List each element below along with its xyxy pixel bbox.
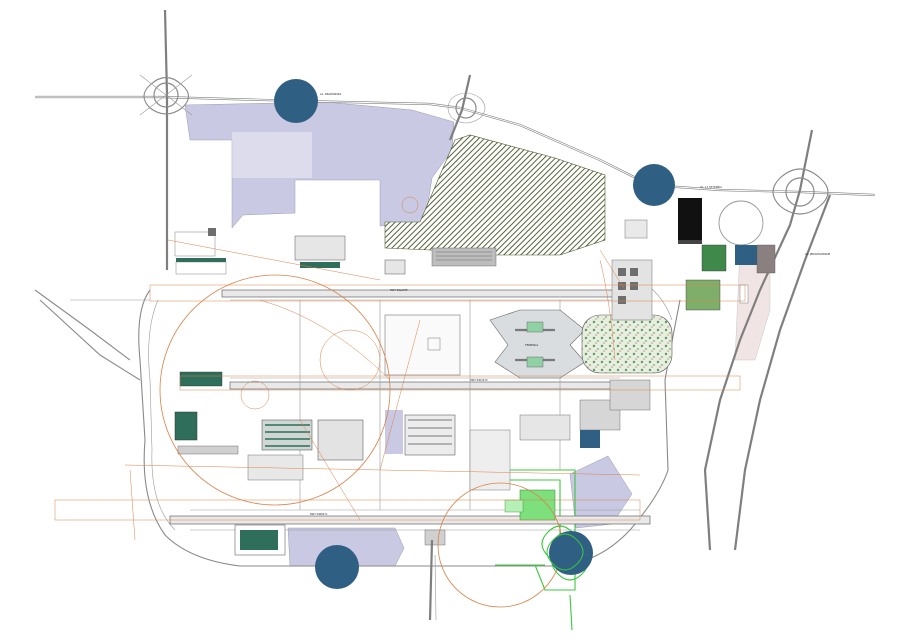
markers bbox=[274, 79, 675, 589]
green-block bbox=[701, 244, 727, 272]
cloverleaf-interchange-icon bbox=[455, 97, 477, 119]
hatched-development-zone bbox=[384, 134, 606, 256]
road-label-north: AL. KRAKOWSKA bbox=[320, 92, 342, 96]
runway-center bbox=[229, 381, 623, 390]
interchange-north bbox=[447, 92, 486, 124]
runway-south-label: RWY 09R/27L bbox=[310, 512, 328, 516]
road-label-east: UL. 17 STYCZNIA bbox=[700, 185, 722, 189]
cloverleaf-interchange-icon bbox=[785, 177, 815, 207]
zone-north-west-inner bbox=[232, 132, 312, 178]
runway-center-label: RWY 09C/27C bbox=[470, 378, 488, 382]
cloverleaf-interchange-icon bbox=[153, 82, 179, 108]
teal-building-nw bbox=[176, 258, 226, 264]
road-label-east-2: AL. JEROZOLIMSKIE bbox=[805, 252, 830, 256]
runway-north bbox=[221, 289, 631, 298]
green-field-east bbox=[685, 279, 721, 311]
circle-marker-icon bbox=[274, 79, 318, 123]
green-pad bbox=[504, 489, 589, 581]
east-blocks: AL. JEROZOLIMSKIE UL. 17 STYCZNIA bbox=[678, 185, 830, 311]
zone-center-west bbox=[385, 410, 403, 454]
black-block bbox=[678, 198, 702, 240]
circle-marker-icon bbox=[549, 531, 593, 575]
terminal-label: TERMINAL bbox=[525, 343, 539, 347]
circle-marker-icon bbox=[633, 164, 675, 206]
terminal-landside-greenery bbox=[581, 314, 673, 374]
central-field bbox=[384, 314, 461, 376]
interchange-east bbox=[772, 168, 829, 215]
teal-building-west bbox=[179, 371, 223, 387]
zone-north-west bbox=[184, 101, 455, 229]
terminal-complex: TERMINAL bbox=[489, 309, 673, 379]
interchange-northwest bbox=[139, 74, 193, 116]
orange-planning-lines bbox=[54, 196, 746, 608]
circle-marker-icon bbox=[315, 545, 359, 589]
teal-hangar bbox=[174, 411, 198, 441]
runway-north-label: RWY 09L/27R bbox=[390, 288, 408, 292]
